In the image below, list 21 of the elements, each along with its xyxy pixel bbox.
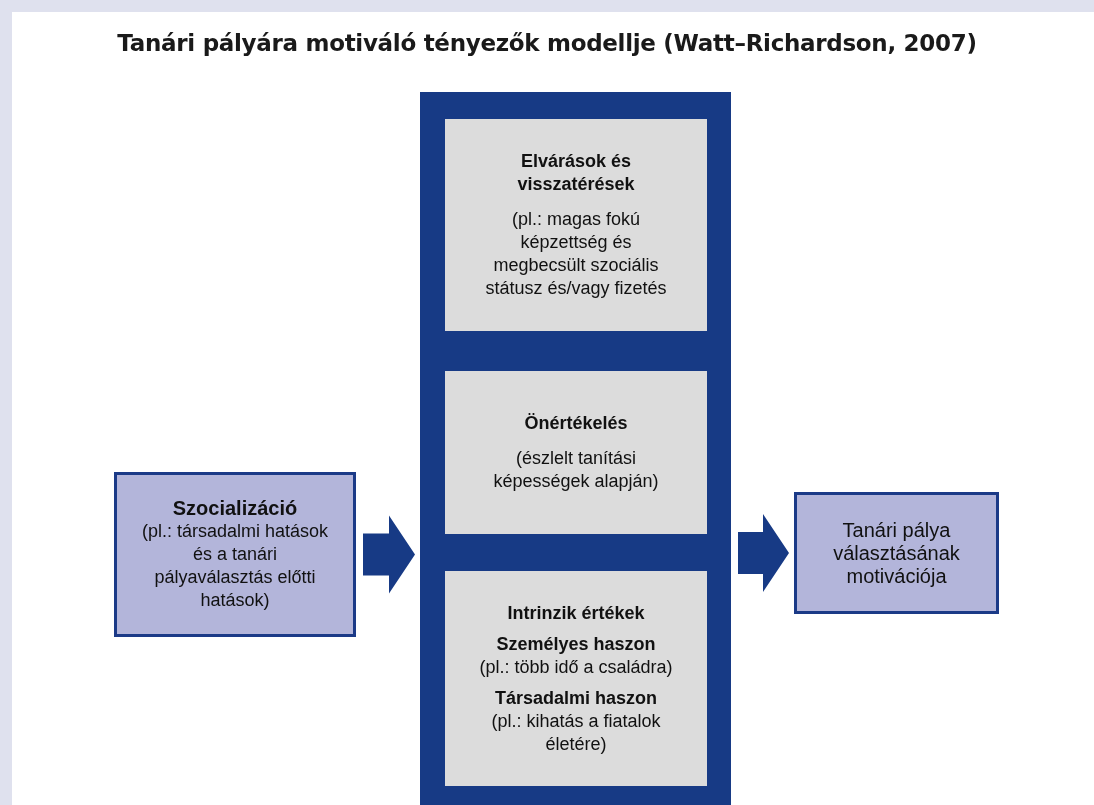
- block-arrow: [363, 515, 415, 594]
- box-text: (pl.: több idő a családra): [479, 655, 673, 679]
- box-heading: Elvárások és visszatérések: [516, 150, 636, 196]
- box-text: (pl.: társadalmi hatások és a tanári pályaválasztás előtti hatások): [140, 520, 330, 612]
- box-heading: Önértékelés: [524, 412, 628, 435]
- factor-box: [445, 119, 707, 331]
- box-heading: Szocializáció: [172, 497, 298, 520]
- process-box: [794, 492, 999, 614]
- box-text: Tanári pálya választásának motivációja: [832, 518, 961, 588]
- diagram-title: Tanári pályára motiváló tényezők modellje (Watt–Richardson, 2007): [116, 30, 978, 56]
- box-heading: Intrinzik értékek: [507, 601, 645, 625]
- process-box: [114, 472, 356, 637]
- box-text: (pl.: kihatás a fiatalok életére): [490, 709, 662, 756]
- block-arrow: [738, 514, 789, 592]
- column-panel: [420, 92, 731, 805]
- box-heading: Társadalmi haszon: [494, 686, 658, 710]
- box-text: (észlelt tanítási képességek alapján): [492, 447, 660, 493]
- factor-box: [445, 371, 707, 534]
- factor-box: [445, 571, 707, 786]
- box-text: (pl.: magas fokú képzettség és megbecsült szociális státusz és/vagy fizetés: [484, 208, 668, 300]
- box-heading: Személyes haszon: [496, 632, 656, 656]
